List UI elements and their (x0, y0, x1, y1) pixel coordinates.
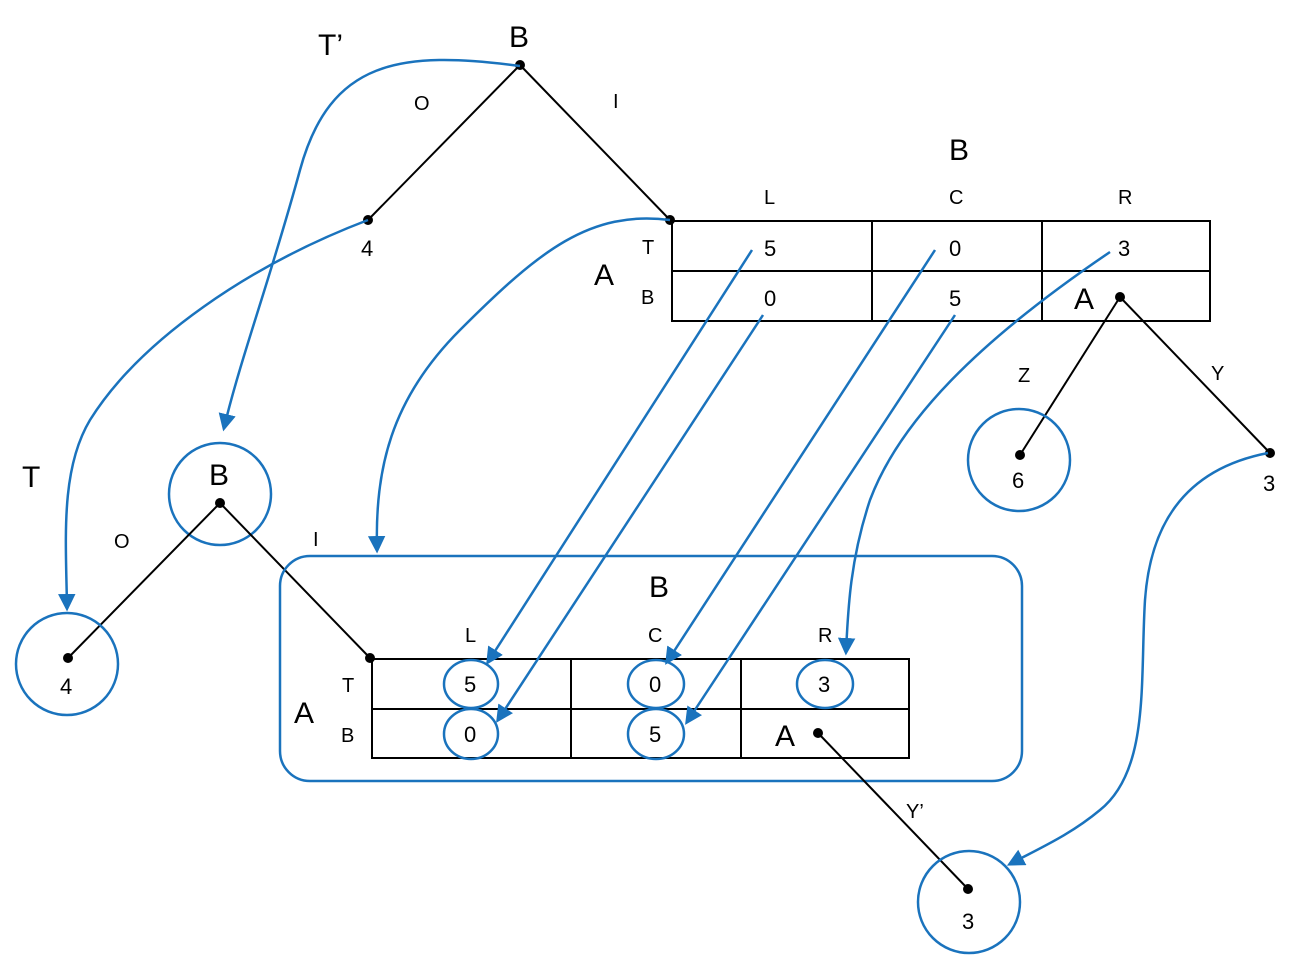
arrow-root-to-root (218, 58, 521, 432)
bottom-root-circle (167, 441, 273, 547)
top-sub-left-payoff: 6 (1012, 468, 1024, 493)
top-cell-b-c: 5 (949, 286, 961, 311)
top-cell-t-c: 0 (949, 236, 961, 261)
arrow-cell-t-c (665, 249, 937, 665)
mapping-arrows (58, 58, 1269, 866)
top-row-header-t: T (642, 237, 654, 259)
bottom-cell-t-r: 3 (818, 672, 830, 697)
top-cell-t-r: 3 (1118, 236, 1130, 261)
bottom-tree: T B O I 4 B A L C R T B 5 0 3 0 (14, 441, 1024, 955)
bottom-cell-t-r-circle (795, 658, 855, 710)
top-col-header-r: R (1118, 187, 1132, 209)
top-edge-i-label: I (613, 91, 619, 113)
arrow-cell-t-l (486, 249, 754, 665)
top-sub-right-leaf (1265, 448, 1275, 458)
top-sub-edge-z-label: Z (1018, 365, 1030, 387)
top-row-header-b: B (641, 287, 654, 309)
bottom-row-header-t: T (342, 675, 354, 697)
top-col-header-l: L (764, 187, 775, 209)
bottom-sub-edge-label: Y’ (906, 801, 924, 823)
top-sub-left-leaf-circle (966, 407, 1072, 513)
bottom-edge-o-label: O (114, 531, 130, 553)
arrow-subgame-to-box (367, 217, 671, 554)
bottom-sub-leaf-node (963, 884, 973, 894)
bottom-cell-b-l-circle (442, 707, 500, 761)
bottom-sub-edge-y-prime (817, 732, 969, 890)
bottom-root-player: B (209, 459, 229, 492)
bottom-sub-node (813, 728, 823, 738)
top-col-header-c: C (949, 187, 963, 209)
top-sub-left-leaf (1015, 450, 1025, 460)
bottom-sub-leaf-circle (916, 849, 1022, 955)
bottom-column-player: B (649, 571, 669, 604)
bottom-edge-i (219, 502, 371, 659)
top-edge-o (367, 64, 521, 221)
bottom-subgame-box (278, 554, 1024, 783)
bottom-row-header-b: B (341, 725, 354, 747)
bottom-col-header-l: L (465, 625, 476, 647)
top-edge-i (519, 64, 671, 221)
top-root-player: B (509, 21, 529, 54)
top-column-player: B (949, 134, 969, 167)
bottom-cell-t-l: 5 (464, 672, 476, 697)
arrow-payoff3-to-payoff3 (1006, 451, 1269, 866)
bottom-cell-t-c: 0 (649, 672, 661, 697)
top-sub-right-payoff: 3 (1263, 471, 1275, 496)
top-sub-node (1115, 292, 1125, 302)
arrow-cell-t-r (837, 250, 1111, 656)
top-left-payoff: 4 (361, 236, 373, 261)
bottom-col-header-r: R (818, 625, 832, 647)
bottom-col-header-c: C (648, 625, 662, 647)
bottom-cell-b-c-circle (626, 707, 686, 761)
arrow-leaf4-to-leaf4 (58, 218, 369, 612)
top-tree: T’ B O I 4 B A L C R T B 5 0 3 0 5 A Z (318, 21, 1275, 513)
top-cell-b-r: A (1074, 283, 1094, 316)
bottom-left-payoff: 4 (60, 674, 72, 699)
top-edge-o-label: O (414, 93, 430, 115)
top-tree-label: T’ (318, 29, 343, 62)
bottom-left-leaf-node (63, 653, 73, 663)
bottom-root-node (215, 498, 225, 508)
top-cell-b-l: 0 (764, 286, 776, 311)
bottom-tree-label: T (22, 461, 40, 494)
top-sub-edge-y-label: Y (1211, 363, 1224, 385)
bottom-cell-b-l: 0 (464, 722, 476, 747)
bottom-cell-b-r: A (775, 720, 795, 753)
bottom-cell-b-c: 5 (649, 722, 661, 747)
arrow-cell-b-l (496, 314, 765, 723)
top-row-player: A (594, 259, 614, 292)
bottom-left-leaf-circle (14, 611, 120, 717)
bottom-edge-i-label: I (313, 529, 319, 551)
top-sub-edge-y (1119, 296, 1271, 454)
bottom-sub-payoff: 3 (962, 909, 974, 934)
top-cell-t-l: 5 (764, 236, 776, 261)
bottom-edge-o (67, 502, 221, 659)
bottom-row-player: A (294, 697, 314, 730)
top-sub-edge-z (1019, 296, 1121, 456)
arrow-cell-b-c (685, 314, 957, 725)
